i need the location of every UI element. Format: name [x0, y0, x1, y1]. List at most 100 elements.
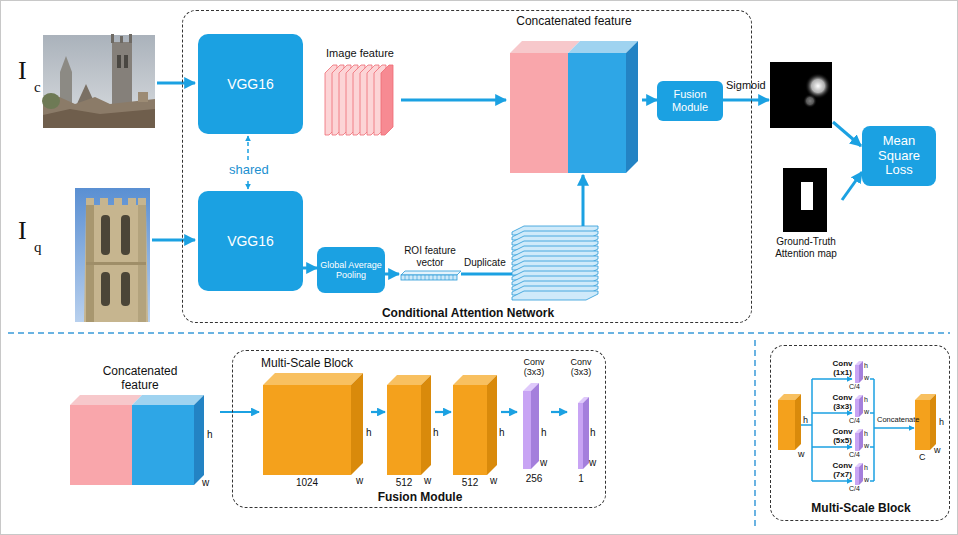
cube-front	[855, 365, 859, 383]
output-cube-part	[915, 400, 930, 450]
cube-side	[421, 375, 431, 475]
branch-wire-part	[811, 379, 813, 481]
dimension-label: w	[540, 458, 547, 468]
cube-side	[859, 429, 863, 451]
cube-top	[263, 373, 363, 385]
output-cube-part	[930, 394, 936, 450]
dimension-label: w	[424, 476, 431, 486]
box-label: Global Average Pooling	[317, 260, 385, 281]
node-label: Multi-Scale Block	[261, 357, 371, 371]
node-label: Conv (5x5)	[831, 427, 854, 445]
query-photo-part	[101, 215, 110, 255]
cube-side	[859, 395, 863, 417]
input-arrow-part	[157, 82, 195, 85]
input-symbol: I	[18, 58, 27, 84]
cube-front	[70, 405, 132, 485]
input-arrow-part	[833, 122, 861, 146]
dimension-label: C/4	[849, 451, 860, 458]
feature-slab	[381, 65, 393, 135]
duplicate-stack-part	[512, 291, 598, 300]
cube-side	[487, 375, 497, 475]
box-label: Fusion Module	[657, 88, 723, 113]
query-photo-part	[84, 205, 148, 322]
dimension-label: w	[202, 478, 209, 488]
dimension-label: h	[433, 428, 439, 438]
box-label: VGG16	[224, 233, 277, 249]
concat-feature: Concatenated feature	[506, 13, 642, 175]
vgg-box: VGG16	[198, 191, 303, 291]
dimension-label: w	[864, 442, 869, 449]
vector-cell	[421, 275, 422, 280]
dimension-label: w	[798, 450, 805, 459]
node-shape	[319, 47, 401, 137]
box-label: Mean Square Loss	[862, 134, 936, 179]
dimension-label: h	[864, 396, 868, 403]
query-photo-part	[75, 188, 150, 322]
flow-arrow	[385, 273, 399, 276]
dimension-label: w	[864, 374, 869, 381]
vector-cell	[409, 275, 410, 280]
context-photo-part	[111, 34, 114, 43]
context-photo-part	[138, 92, 148, 102]
cube-front	[263, 385, 351, 475]
node-label: 512	[453, 477, 487, 489]
flow-arrow	[401, 99, 506, 102]
vector-cell	[433, 275, 434, 280]
cube-side	[531, 383, 539, 469]
cube-side	[194, 395, 204, 485]
cube-front	[132, 405, 194, 485]
node-label: Conv (3x3)	[517, 357, 551, 378]
query-photo-part	[86, 262, 146, 265]
cube-front	[453, 385, 487, 475]
node-label: ROI feature vector	[399, 245, 461, 268]
input-arrow-part	[152, 239, 195, 242]
dimension-label: h	[590, 428, 596, 438]
flow-arrow	[303, 267, 317, 270]
dimension-label: h	[864, 464, 868, 471]
vector-cell	[437, 275, 438, 280]
dimension-label: Sigmoid	[726, 80, 766, 91]
vector-cell	[405, 275, 406, 280]
context-photo	[42, 34, 155, 128]
separator-line-part	[8, 332, 950, 334]
input-arrow-part	[722, 99, 769, 102]
query-photo-part	[114, 198, 122, 206]
node-label: Conv (3x3)	[567, 357, 595, 378]
dimension-label: h	[207, 430, 213, 440]
dimension-label: w	[864, 408, 869, 415]
conv-block: Multi-Scale Block1024	[259, 357, 371, 491]
node-label: Conv (3x3)	[831, 393, 854, 411]
node-label: Ground-Truth Attention map	[770, 236, 842, 259]
cube-top	[70, 395, 142, 405]
attention-output	[770, 62, 832, 128]
node-label: Concatenated feature	[90, 365, 190, 393]
context-photo-part	[43, 35, 155, 128]
edge-label: Duplicate	[464, 258, 506, 268]
cube-front	[523, 391, 531, 469]
dimension-label: shared	[229, 163, 269, 176]
group-title: Fusion Module	[233, 491, 607, 505]
dimension-label: w	[356, 476, 363, 486]
dimension-label: w	[490, 476, 497, 486]
query-photo-part	[138, 198, 146, 206]
conv-block: 512	[451, 373, 501, 491]
cube-side	[626, 41, 638, 173]
dimension-label: w	[934, 446, 941, 455]
input-cube-part	[778, 400, 795, 450]
vector-cell	[413, 275, 414, 280]
block-frame: Multi-Scale BlockConv (1x1)Conv (3x3)Con…	[770, 345, 950, 521]
query-photo-part	[101, 272, 110, 306]
separator-line	[8, 333, 950, 528]
fusion-box: Fusion Module	[657, 81, 723, 121]
node-label: Conv (7x7)	[831, 461, 854, 479]
dimension-label: h	[803, 416, 808, 425]
context-photo-part	[129, 34, 132, 43]
dimension-label: w	[589, 458, 596, 468]
dimension-label: C	[919, 453, 926, 462]
branch-wire-part	[812, 378, 852, 380]
context-photo-part	[120, 36, 123, 43]
flow-arrow	[642, 99, 657, 102]
flow-arrow	[842, 172, 862, 200]
map-ground	[783, 168, 827, 232]
